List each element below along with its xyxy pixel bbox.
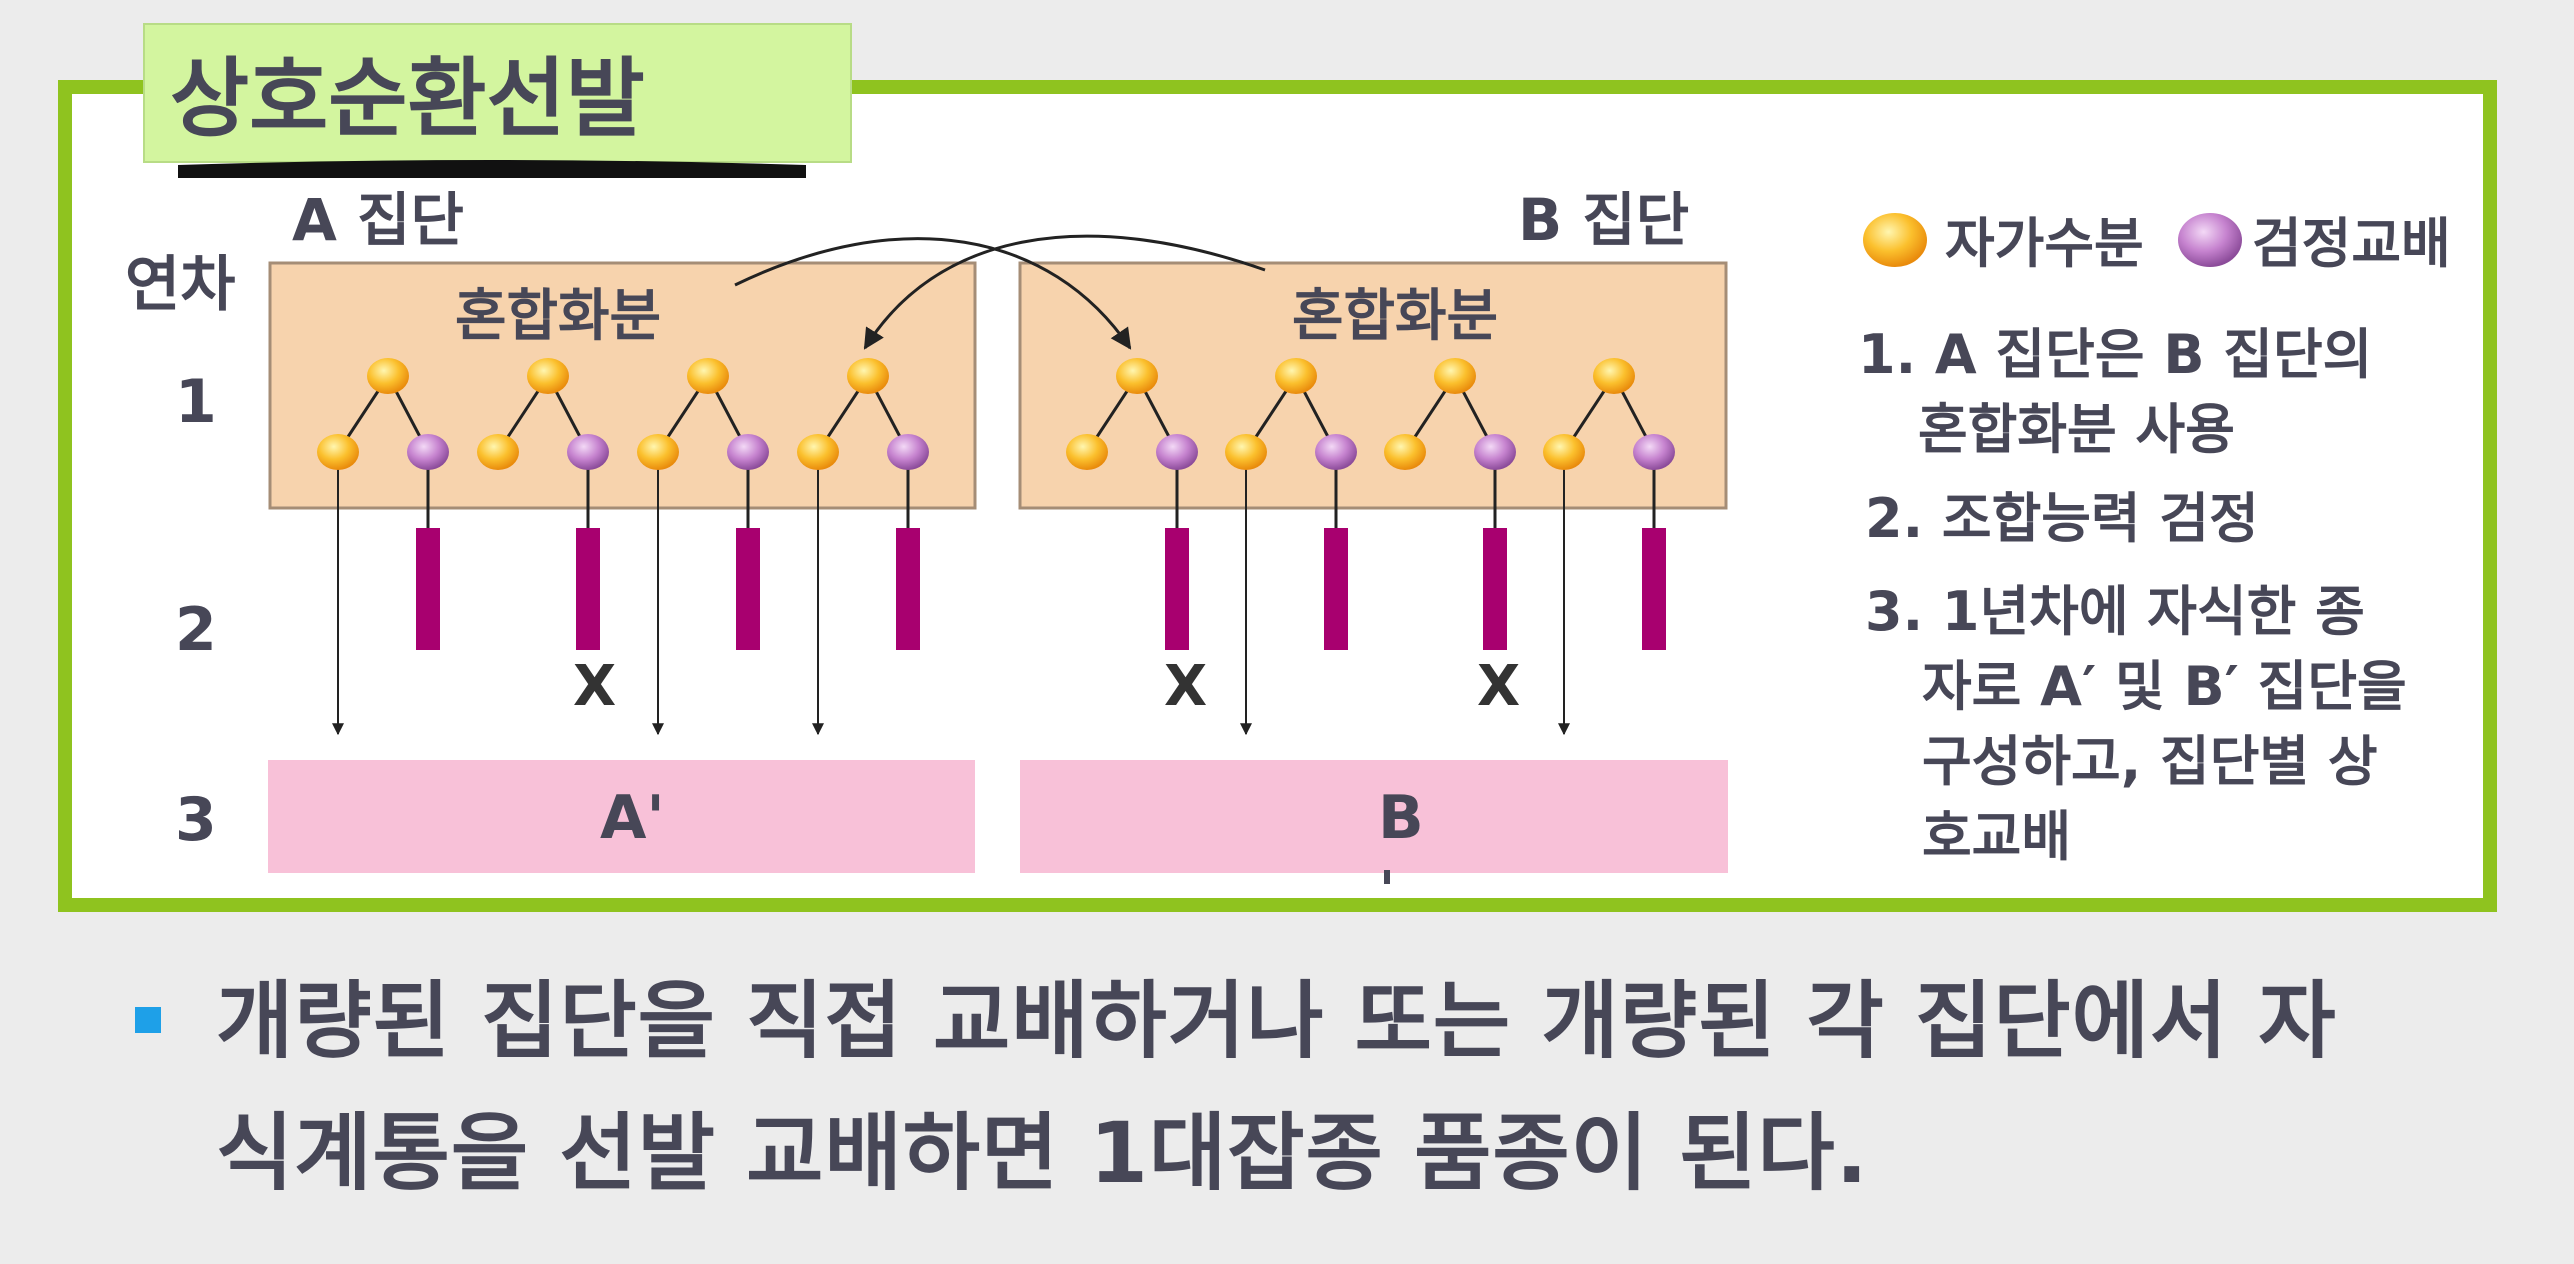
result-label-a: A' [600,783,665,853]
selfing-node [847,358,889,394]
testcross-node [727,434,769,470]
title-tab [143,23,852,163]
bullet-paragraph: 개량된 집단을 직접 교배하거나 또는 개량된 각 집단에서 자 식계통을 선발… [130,955,2430,1219]
testcross-node [1315,434,1357,470]
row-label-1: 1 [175,367,217,437]
pollen-arrow-a-to-b [734,237,1132,350]
legend-selfing-label: 자가수분 [1945,212,2144,275]
selfing-node [1225,434,1267,470]
result-label-b: B [1378,783,1424,853]
selfing-node [1434,358,1476,394]
row-label-2: 2 [175,595,217,665]
testcross-node [887,434,929,470]
note-1-line-2: 혼합화분 사용 [1918,398,2235,461]
testcross-bar [416,528,440,650]
selfing-node [1066,434,1108,470]
selfing-node [1593,358,1635,394]
testcross-bar [1642,528,1666,650]
testcross-node [1633,434,1675,470]
note-3-line-1: 3. 1년차에 자식한 종 [1865,580,2365,643]
testcross-bar [1324,528,1348,650]
testcross-node [407,434,449,470]
testcross-bar [1483,528,1507,650]
pollen-arrow-b-to-a [863,234,1266,350]
selfing-node [317,434,359,470]
selfing-node [367,358,409,394]
bullet-text: 개량된 집단을 직접 교배하거나 또는 개량된 각 집단에서 자 식계통을 선발… [216,972,2337,1202]
group-b-label: B 집단 [1518,186,1689,254]
selfing-node [477,434,519,470]
testcross-legend-icon [2178,213,2242,267]
selfing-node [527,358,569,394]
pollen-label-b: 혼합화분 [1292,284,1498,349]
bullet-square-icon [135,1007,161,1033]
note-1-line-1: 1. A 집단은 B 집단의 [1858,323,2372,386]
testcross-bar [576,528,600,650]
result-bar-a [268,760,975,873]
legend-testcross-label: 검정교배 [2252,212,2451,275]
note-2: 2. 조합능력 검정 [1865,487,2259,550]
group-a-label: A 집단 [292,186,464,254]
selfing-node [797,434,839,470]
testcross-node [1474,434,1516,470]
selfing-node [1116,358,1158,394]
cross-mark: X [1164,654,1207,719]
cross-mark: X [1477,654,1520,719]
selfing-node [1543,434,1585,470]
testcross-node [1156,434,1198,470]
note-3-line-3: 구성하고, 집단별 상 [1922,730,2378,793]
result-label-b-tick [1384,870,1390,884]
pollen-label-a: 혼합화분 [455,284,661,349]
note-3-line-4: 호교배 [1922,805,2071,868]
testcross-bar [1165,528,1189,650]
testcross-node [567,434,609,470]
selfing-legend-icon [1863,213,1927,267]
testcross-bar [736,528,760,650]
title-underline [178,160,806,178]
result-bar-b [1020,760,1728,873]
selfing-node [687,358,729,394]
cross-mark: X [573,654,616,719]
selfing-node [1275,358,1317,394]
row-label-3: 3 [175,785,217,855]
title-text: 상호순환선발 [170,49,645,149]
note-3-line-2: 자로 A′ 및 B′ 집단을 [1922,655,2407,718]
selfing-node [637,434,679,470]
family-trees [317,358,1675,736]
selfing-node [1384,434,1426,470]
testcross-bar [896,528,920,650]
row-header: 연차 [125,250,235,320]
